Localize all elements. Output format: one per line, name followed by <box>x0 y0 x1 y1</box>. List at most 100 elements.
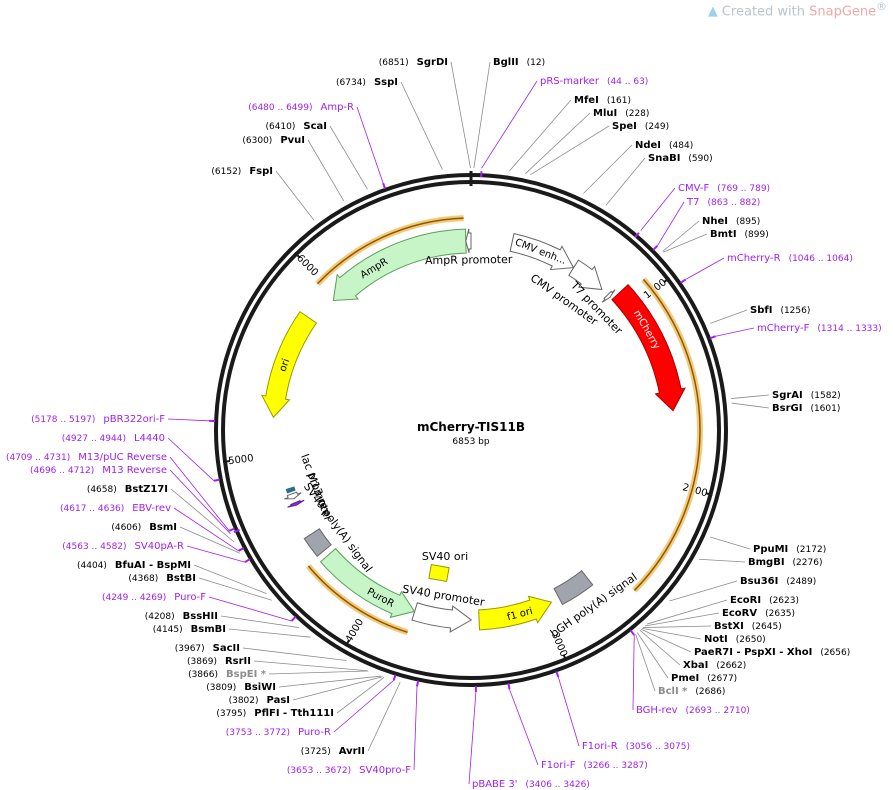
label-name: ScaI <box>303 121 327 132</box>
leader-lines <box>167 61 770 785</box>
label-coordinates: (4563 .. 4582) <box>62 542 126 552</box>
label-name: BspEI * <box>226 669 267 680</box>
label-name: F1ori-F <box>541 760 576 771</box>
label-sgrdi: (6851)SgrDI <box>379 57 448 68</box>
label-ndei: NdeI(484) <box>635 140 693 151</box>
label-coordinates: (4696 .. 4712) <box>30 466 94 476</box>
label-name: CMV-F <box>678 183 709 194</box>
label-t7: T7(863 .. 882) <box>686 197 760 208</box>
primer-marker <box>392 674 397 681</box>
label-mcherry-f: mCherry-F(1314 .. 1333) <box>757 323 882 334</box>
label-coordinates: (2677) <box>707 674 737 684</box>
label-coordinates: (2645) <box>752 622 782 632</box>
label-nhei: NheI (895) <box>702 216 760 227</box>
label-coordinates: (2489) <box>786 577 816 587</box>
sv40-ori-label: SV40 ori <box>422 550 468 563</box>
feature-arrow-cap-site <box>285 486 296 494</box>
label-name: BsmBI <box>191 624 226 635</box>
leader-line <box>333 680 394 733</box>
label-bspei: (3866)BspEI * <box>188 669 267 680</box>
label-coordinates: (6734) <box>336 78 366 88</box>
leader-line <box>644 612 720 627</box>
leader-line <box>640 187 676 231</box>
label-pasi: (3802)PasI <box>229 695 290 706</box>
label-bstbi: (4368)BstBI <box>128 573 196 584</box>
label-name: BsmI <box>149 522 177 533</box>
label-pvui: (6300)PvuI <box>242 135 305 146</box>
label-coordinates: (4606) <box>111 523 141 533</box>
label-coordinates: (1314 .. 1333) <box>817 324 881 334</box>
label-bgh-rev: BGH-rev(2693 .. 2710) <box>636 705 750 716</box>
leader-line <box>336 676 385 714</box>
leader-line <box>413 686 418 771</box>
primer-marker <box>233 528 240 534</box>
primer-markers <box>209 171 716 692</box>
label-coordinates: (2662) <box>716 661 746 671</box>
label-ecorv: EcoRV(2635) <box>722 608 795 619</box>
orf-line <box>316 217 464 285</box>
label-name: NotI <box>704 634 728 645</box>
label-name: SV40pro-F <box>359 765 411 776</box>
ruler-tick <box>663 277 671 283</box>
feature-arrow-mcherry <box>611 283 686 412</box>
label-name: F1ori-R <box>582 741 618 752</box>
label-coordinates: (161) <box>607 96 631 106</box>
primer-marker <box>244 558 251 564</box>
feature-arrow-bgh-poly-a-signal <box>553 570 594 606</box>
label-coordinates: (2276) <box>793 558 823 568</box>
leader-line <box>646 599 728 625</box>
watermark-prefix: Created with <box>721 4 810 20</box>
primer-marker <box>709 335 716 340</box>
label-bsrgi: BsrGI(1601) <box>772 403 840 414</box>
orf-line <box>633 278 701 591</box>
label-bglii: BglII(12) <box>493 57 545 68</box>
label-scai: (6410)ScaI <box>265 121 327 132</box>
label-coordinates: (895) <box>736 217 760 227</box>
leader-line <box>228 628 311 638</box>
leader-line <box>635 633 656 692</box>
leader-line <box>632 634 635 711</box>
label-name: pBR322ori-F <box>103 414 165 425</box>
leader-line <box>367 682 401 752</box>
label-name: EBV-rev <box>132 503 171 514</box>
feature-arrow-f1-ori <box>478 595 553 631</box>
label-name: FspI <box>249 166 273 177</box>
label-cmv-f: CMV-F(769 .. 789) <box>678 183 770 194</box>
leader-line <box>640 628 692 653</box>
label-name: PflFI - Tth111I <box>254 708 334 719</box>
leader-line <box>167 418 210 422</box>
label-xbai: XbaI(2662) <box>683 660 746 671</box>
label-rsrii: (3869)RsrII <box>187 656 251 667</box>
label-name: M13/pUC Reverse <box>78 452 167 463</box>
label-coordinates: (3802) <box>229 696 259 706</box>
label-coordinates: (4404) <box>77 561 107 571</box>
leader-line <box>169 456 230 532</box>
label-name: Puro-R <box>298 727 331 738</box>
label-name: NheI <box>702 216 728 227</box>
feature-arrow-sv40-poly-a-signal <box>303 528 332 557</box>
ruler-tick <box>562 654 568 662</box>
leader-line <box>639 629 681 666</box>
primer-marker <box>679 278 687 284</box>
leader-line <box>710 309 748 324</box>
label-name: BmtI <box>710 229 737 240</box>
leader-line <box>275 170 315 221</box>
leader-line <box>169 469 231 534</box>
leader-line <box>278 675 382 688</box>
label-coordinates: (4658) <box>87 485 117 495</box>
label-coordinates: (4145) <box>153 625 183 635</box>
primer-marker <box>382 182 387 190</box>
primer-marker <box>507 683 511 690</box>
leader-line <box>167 437 215 482</box>
feature-arrow-ori <box>260 310 318 419</box>
leader-line <box>605 157 646 206</box>
leader-line <box>509 689 539 766</box>
primer-marker <box>555 671 560 678</box>
leader-line <box>400 81 443 170</box>
leader-line <box>509 99 572 172</box>
ruler-tick-label: 5000 <box>228 453 255 467</box>
leader-line <box>663 233 708 253</box>
leader-line <box>356 106 384 184</box>
label-name: BstZ17I <box>125 484 168 495</box>
leader-line <box>186 545 245 563</box>
